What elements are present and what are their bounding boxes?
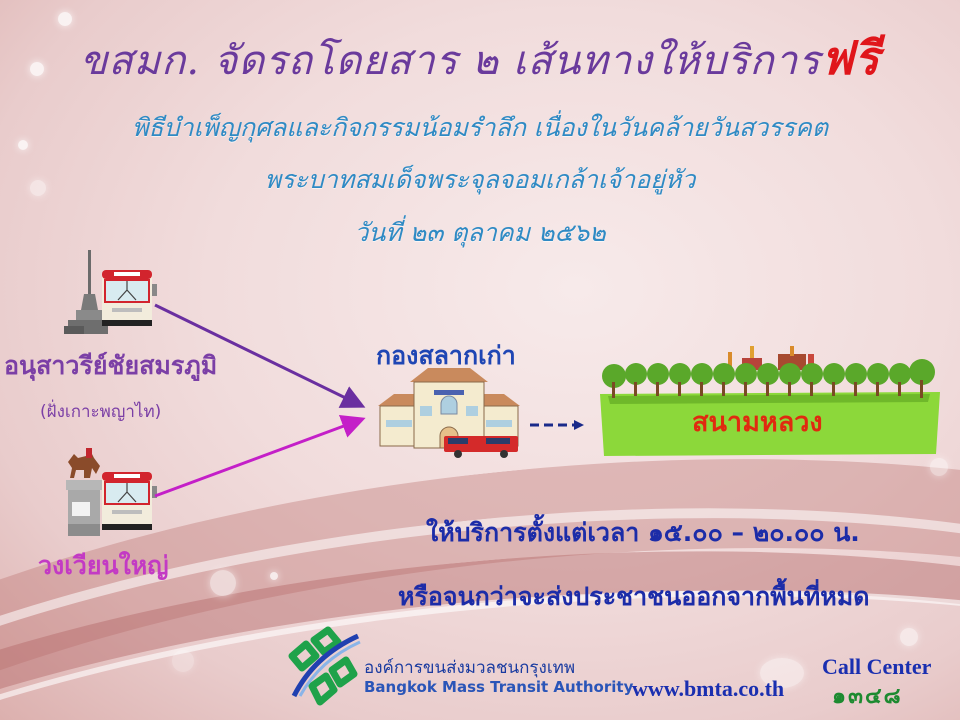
subtitle-ceremony: พิธีบำเพ็ญกุศลและกิจกรรมน้อมรำลึก เนื่อง… bbox=[131, 113, 829, 142]
bmta-logo-icon bbox=[288, 626, 361, 706]
destination-sanam-luang-label: สนามหลวง bbox=[692, 407, 823, 438]
call-center-label: Call Center bbox=[822, 654, 932, 679]
website-link[interactable]: www.bmta.co.th bbox=[632, 676, 785, 701]
arrow-victory-to-lottery bbox=[154, 303, 366, 408]
subtitle-king: พระบาทสมเด็จพระจุลจอมเกล้าเจ้าอยู่หัว bbox=[264, 165, 696, 194]
bokeh-light bbox=[270, 572, 278, 580]
service-hours-text: ให้บริการตั้งแต่เวลา ๑๕.๐๐ – ๒๐.๐๐ น. bbox=[426, 518, 860, 547]
bokeh-light bbox=[30, 180, 46, 196]
bokeh-light bbox=[18, 140, 28, 150]
subtitle-date: วันที่ ๒๓ ตุลาคม ๒๕๖๒ bbox=[354, 218, 606, 247]
arrow-wongwian-to-lottery bbox=[154, 415, 366, 498]
org-name-english: Bangkok Mass Transit Authority bbox=[364, 678, 634, 696]
bokeh-light bbox=[930, 458, 948, 476]
headline: ขสมก. จัดรถโดยสาร ๒ เส้นทางให้บริการฟรี bbox=[0, 22, 960, 95]
origin-victory-monument-label: อนุสาวรีย์ชัยสมรภูมิ bbox=[4, 351, 218, 380]
victory-monument-bus-icon bbox=[64, 250, 157, 334]
bokeh-light bbox=[172, 650, 194, 672]
king-taksin-monument-bus-icon bbox=[66, 448, 157, 536]
stop-old-lottery-office-label: กองสลากเก่า bbox=[376, 341, 516, 370]
route-arrows bbox=[154, 303, 366, 498]
service-until-text: หรือจนกว่าจะส่งประชาชนออกจากพื้นที่หมด bbox=[398, 582, 870, 611]
headline-free-emphasis: ฟรี bbox=[820, 31, 880, 85]
bokeh-light bbox=[58, 12, 72, 26]
call-center-number: ๑๓๔๘ bbox=[832, 684, 903, 709]
bokeh-light bbox=[30, 62, 44, 76]
bokeh-light bbox=[210, 570, 236, 596]
headline-text: ขสมก. จัดรถโดยสาร ๒ เส้นทางให้บริการ bbox=[80, 38, 821, 84]
org-name-thai: องค์การขนส่งมวลชนกรุงเทพ bbox=[364, 658, 576, 678]
bokeh-light bbox=[900, 628, 918, 646]
origin-victory-monument-note: (ฝั่งเกาะพญาไท) bbox=[40, 402, 162, 422]
sanam-luang-park-icon bbox=[600, 346, 940, 456]
dashed-arrow-icon bbox=[530, 420, 584, 430]
bokeh-light bbox=[760, 658, 804, 688]
old-lottery-office-building-icon bbox=[378, 368, 520, 458]
origin-wongwian-yai-label: วงเวียนใหญ่ bbox=[38, 551, 169, 580]
